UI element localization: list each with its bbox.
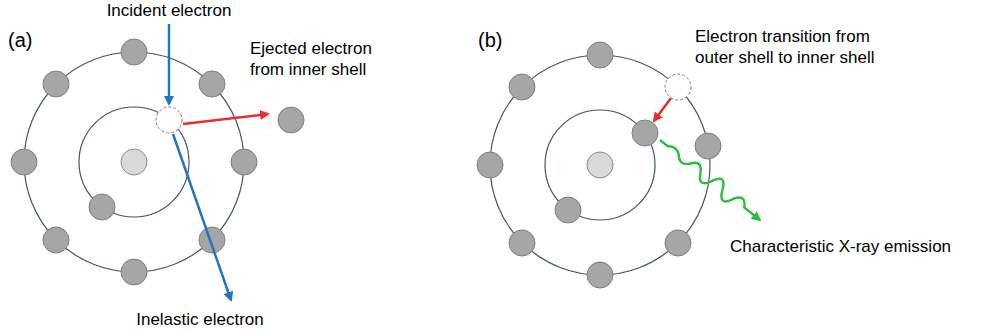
inelastic-arrow bbox=[173, 134, 231, 300]
nucleus bbox=[121, 149, 147, 175]
transition-arrow bbox=[654, 98, 671, 121]
incident-arrow bbox=[168, 24, 171, 104]
panel-letter: (b) bbox=[478, 28, 502, 52]
atom-b bbox=[477, 42, 765, 288]
inelastic-label: Inelastic electron bbox=[136, 309, 264, 330]
transition-label: Electron transition from outer shell to … bbox=[695, 26, 895, 68]
outer-shell bbox=[490, 55, 710, 275]
vacancy bbox=[665, 74, 691, 100]
nucleus bbox=[587, 152, 613, 178]
incident-label: Incident electron bbox=[107, 0, 232, 21]
vacancy bbox=[156, 107, 182, 133]
ejected-label: Ejected electron from inner shell bbox=[250, 38, 390, 80]
xray-wave bbox=[655, 134, 765, 227]
ejection-arrow bbox=[183, 114, 268, 124]
panel-letter: (a) bbox=[8, 28, 32, 52]
xray-label: Characteristic X-ray emission bbox=[730, 236, 951, 257]
